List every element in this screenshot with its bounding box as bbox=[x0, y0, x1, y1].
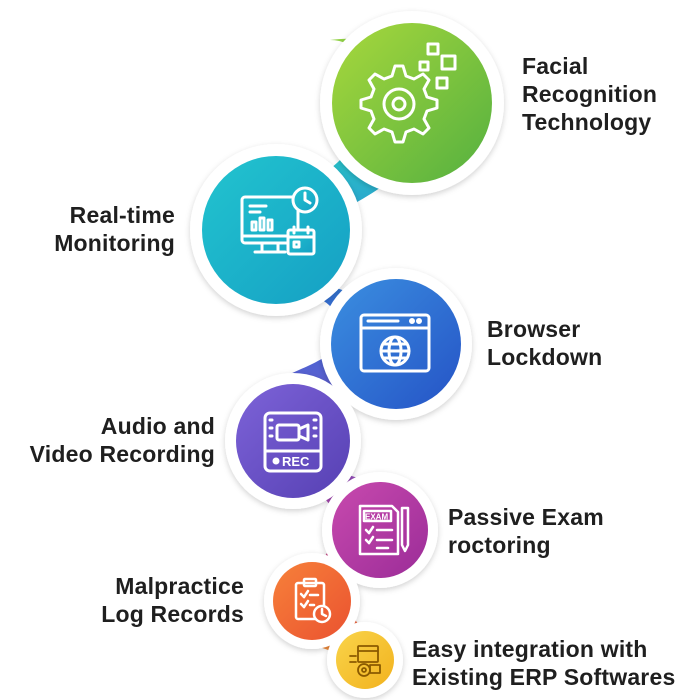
exam-checklist-icon bbox=[358, 504, 410, 556]
malpractice-label: Malpractice Log Records bbox=[101, 572, 244, 628]
facial-recognition-line-2: Recognition bbox=[522, 81, 658, 107]
malpractice-line-2: Log Records bbox=[101, 601, 244, 627]
rec-label: REC bbox=[282, 454, 310, 469]
passive-exam-label: Passive Exam roctoring bbox=[448, 503, 604, 559]
browser-lockdown-line-1: Browser bbox=[487, 316, 581, 342]
erp-integration-disk bbox=[336, 631, 394, 689]
malpractice-disk bbox=[273, 562, 351, 640]
audio-video-label: Audio and Video Recording bbox=[30, 412, 215, 468]
clipboard-clock-icon bbox=[294, 577, 332, 624]
erp-integration-line-1: Easy integration with bbox=[412, 636, 648, 662]
erp-integration-line-2: Existing ERP Softwares bbox=[412, 664, 676, 690]
integration-icon bbox=[349, 645, 381, 677]
browser-lockdown-label: Browser Lockdown bbox=[487, 315, 602, 371]
monitor-dashboard-icon bbox=[240, 186, 319, 256]
audio-video-line-2: Video Recording bbox=[29, 441, 215, 467]
passive-exam-line-1: Passive Exam bbox=[448, 504, 604, 530]
realtime-monitoring-line-1: Real-time bbox=[69, 202, 175, 228]
browser-lockdown-line-2: Lockdown bbox=[487, 344, 603, 370]
malpractice-line-1: Malpractice bbox=[115, 573, 244, 599]
facial-recognition-line-3: Technology bbox=[522, 109, 652, 135]
video-camera-rec-icon bbox=[263, 411, 323, 473]
erp-integration-label: Easy integration with Existing ERP Softw… bbox=[412, 635, 675, 691]
exam-label: EXAM bbox=[365, 513, 388, 522]
audio-video-line-1: Audio and bbox=[100, 413, 215, 439]
rec-dot bbox=[272, 457, 280, 465]
realtime-monitoring-disk bbox=[202, 156, 350, 304]
facial-recognition-disk bbox=[332, 23, 492, 183]
passive-exam-line-2: roctoring bbox=[448, 532, 551, 558]
realtime-monitoring-line-2: Monitoring bbox=[54, 230, 175, 256]
gear-icon bbox=[359, 42, 457, 144]
realtime-monitoring-label: Real-time Monitoring bbox=[54, 201, 175, 257]
browser-globe-icon bbox=[359, 313, 431, 373]
facial-recognition-label: Facial Recognition Technology bbox=[522, 52, 657, 136]
facial-recognition-line-1: Facial bbox=[522, 53, 589, 79]
